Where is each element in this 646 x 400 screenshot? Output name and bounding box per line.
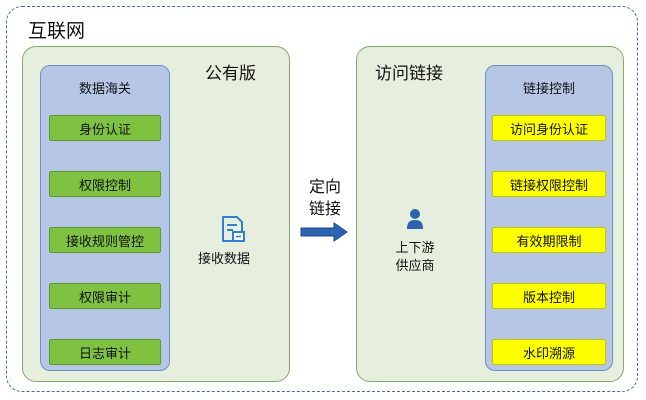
- permission-audit-item: 权限审计: [49, 283, 161, 309]
- watermark-trace-item: 水印溯源: [492, 339, 606, 365]
- link-control-column: 链接控制 访问身份认证 链接权限控制 有效期限制 版本控制 水印溯源: [485, 65, 613, 371]
- receive-data-label: 接收数据: [198, 252, 251, 267]
- internet-boundary: [6, 6, 638, 392]
- person-icon: [407, 209, 423, 229]
- data-customs-column: 数据海关 身份认证 权限控制 接收规则管控 权限审计 日志审计: [40, 65, 170, 371]
- public-edition-title: 公有版: [205, 64, 256, 84]
- receive-rules-item: 接收规则管控: [49, 227, 161, 253]
- document-icon: [222, 216, 245, 242]
- link-control-title: 链接控制: [522, 82, 575, 97]
- directed-link-label: 定向 链接: [303, 176, 347, 220]
- access-link-title: 访问链接: [375, 64, 443, 84]
- supplier-line1: 上下游: [395, 241, 435, 256]
- data-customs-title: 数据海关: [78, 82, 131, 97]
- validity-limit-item: 有效期限制: [492, 227, 606, 253]
- public-edition-panel: 公有版 数据海关 身份认证 权限控制 接收规则管控 权限审计 日志审计: [22, 46, 290, 382]
- supplier-line2: 供应商: [395, 259, 435, 274]
- log-audit-item: 日志审计: [49, 339, 161, 365]
- directed-link-line2: 链接: [308, 199, 341, 218]
- internet-title: 互联网: [28, 20, 86, 42]
- identity-auth-item: 身份认证: [49, 115, 161, 141]
- supplier-label: 上下游 供应商: [382, 240, 448, 276]
- link-permission-control-item: 链接权限控制: [492, 171, 606, 197]
- permission-control-item: 权限控制: [49, 171, 161, 197]
- access-link-panel: 访问链接 链接控制 访问身份认证 链接权限控制 有效期限制 版本控制 水印溯源: [356, 46, 624, 382]
- directed-link-line1: 定向: [308, 177, 341, 196]
- version-control-item: 版本控制: [492, 283, 606, 309]
- right-arrow-icon: [300, 222, 348, 242]
- access-identity-auth-item: 访问身份认证: [492, 115, 606, 141]
